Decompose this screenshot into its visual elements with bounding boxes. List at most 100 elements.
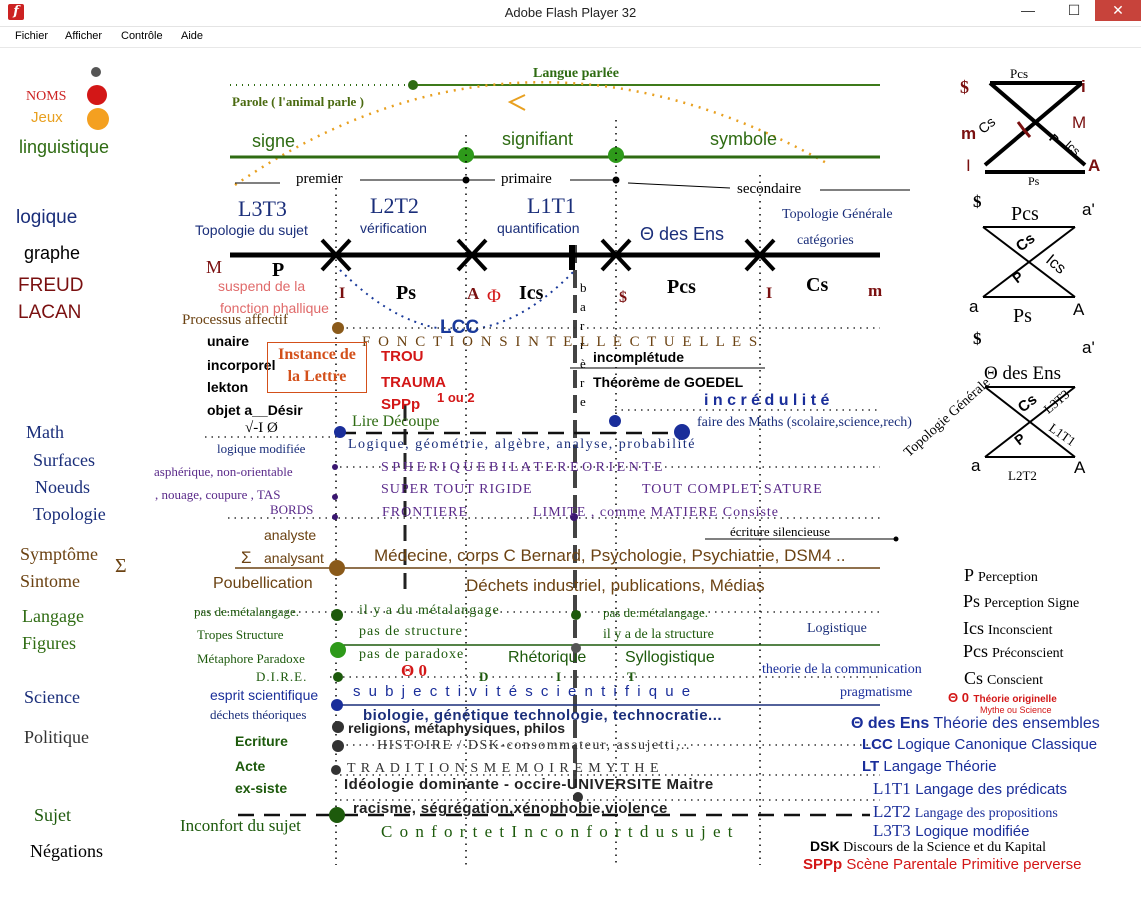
topo-gen-label: Topologie Générale — [782, 207, 893, 222]
categories-label: catégories — [797, 233, 854, 248]
menu-fichier[interactable]: Fichier — [15, 30, 49, 42]
window-title: Adobe Flash Player 32 — [504, 5, 637, 20]
right-l2t2: L2T2 — [1008, 468, 1037, 483]
legend-math: Math — [26, 422, 64, 442]
complet-label: TOUT COMPLET SATURE — [642, 482, 823, 497]
pas-meta-label-2: pas de.métalangage. — [603, 605, 709, 620]
subjectivite-label: s u b j e c t i v i t é s c i e n t i f … — [353, 683, 693, 700]
letter-d: D — [479, 669, 489, 684]
processus-label: Processus affectif — [182, 312, 288, 328]
legend-linguistique: linguistique — [19, 137, 110, 157]
legend-sintome: Sintome — [20, 571, 81, 591]
primaire-label: primaire — [501, 171, 552, 187]
rhetorique-label: Rhétorique — [508, 649, 587, 666]
glossary-ens: Θ des Ens Théorie des ensembles — [851, 715, 1100, 732]
l2t2-label: L2T2 — [370, 193, 419, 218]
legend-negations: Négations — [30, 841, 103, 861]
axis-ics: Ics — [519, 282, 544, 304]
un-ou-deux-label: 1 ou 2 — [437, 390, 475, 405]
syllogistique-label: Syllogistique — [625, 649, 715, 666]
axis-crosses — [320, 238, 776, 272]
religions-label: religions, métaphysiques, philos — [348, 720, 566, 736]
legend-symptome: Symptôme — [20, 544, 99, 564]
poubellication-label: Poubellication — [213, 575, 313, 592]
legend-noms: NOMS — [26, 89, 67, 104]
legend-figures: Figures — [22, 633, 76, 653]
legend-topologie: Topologie — [33, 504, 106, 524]
l3t3-label: L3T3 — [238, 196, 287, 221]
glossary-dsk: DSK Discours de la Science et du Kapital — [810, 838, 1046, 855]
sigma-analysant: Σ — [241, 548, 252, 567]
pas-structure-label: pas de structure — [359, 624, 463, 639]
legend-jeux: Jeux — [31, 109, 63, 126]
legend-science: Science — [24, 687, 80, 707]
medecine-label: Médecine, corps C Bernard, Psychologie, … — [374, 546, 846, 565]
dechets-theo-label: déchets théoriques — [210, 707, 307, 722]
lcc-label: LCC — [440, 317, 480, 338]
glossary-l3t3: L3T3 Logique modifiée — [873, 821, 1030, 840]
menu-afficher[interactable]: Afficher — [65, 30, 103, 42]
pragmatisme-label: pragmatisme — [840, 685, 913, 700]
axis-M: M — [206, 257, 223, 277]
axis-s-barre: $ — [619, 289, 627, 306]
super-rigide-label: SUPER TOUT RIGIDE — [381, 482, 533, 497]
incompletude-label: incomplétude — [593, 349, 685, 365]
ideologie-label: Idéologie dominante - occire-UNIVERSITE … — [344, 776, 714, 793]
acte-label: Acte — [235, 758, 266, 774]
glossary-lt: LT Langage Théorie — [862, 758, 997, 775]
right-M1: M — [1072, 113, 1087, 132]
nouage-label: , nouage, coupure , TAS — [155, 487, 281, 502]
exsiste-label: ex-siste — [235, 780, 288, 796]
verification-label: vérification — [360, 220, 427, 236]
incorporel-label: incorporel — [207, 357, 276, 373]
right-s2: $ — [973, 192, 982, 211]
bottom-right-diagram — [984, 386, 1076, 458]
glossary-perception: P Perception — [964, 565, 1038, 585]
sppp-label: SPPp — [381, 396, 421, 413]
bords-label: BORDS — [270, 502, 314, 517]
histoire-label: HISTOIRE / DSK-consommateur, assujetti,.… — [377, 738, 691, 753]
unaire-label: unaire — [207, 333, 250, 349]
axis-i2: I — [766, 285, 773, 302]
legend-freud: FREUD — [18, 275, 84, 296]
axis-Ps: Ps — [396, 282, 416, 304]
dechets-label: Déchets industriel, publications, Médias — [466, 576, 765, 595]
letter-t: T — [627, 669, 636, 684]
flash-icon: f — [8, 4, 24, 20]
axis-P: P — [272, 259, 285, 281]
menu-controle[interactable]: Contrôle — [121, 30, 163, 42]
langue-parlee-label: Langue parlée — [533, 66, 619, 81]
dire-label: D.I.R.E. — [256, 669, 308, 684]
axis-m: m — [868, 281, 883, 300]
glossary-inconscient: Ics Inconscient — [963, 618, 1053, 638]
premier-label: premier — [296, 171, 343, 187]
right-l1: I — [966, 156, 971, 175]
limite-label: LIMITE , comme MATIERE Consiste — [533, 505, 780, 520]
menu-aide[interactable]: Aide — [181, 30, 204, 42]
ecriture-label: Ecriture — [235, 733, 288, 749]
quantification-label: quantification — [497, 220, 580, 236]
objet-label: objet a__Désir — [207, 402, 303, 418]
legend-politique: Politique — [24, 727, 90, 747]
glossary-perception-signe: Ps Perception Signe — [963, 591, 1080, 611]
topo-sujet-label: Topologie du sujet — [195, 222, 308, 238]
middle-right-diagram — [982, 226, 1076, 298]
trauma-label: TRAUMA — [381, 374, 446, 391]
axis-A: A — [467, 284, 480, 303]
tropes-label: Tropes Structure — [197, 627, 284, 642]
lekton-label: lekton — [207, 379, 249, 395]
analysant-label: analysant — [264, 550, 324, 566]
traditions-label: T R A D I T I O N S M E M O I R E M Y T … — [347, 761, 660, 776]
right-ps2: Ps — [1013, 305, 1032, 327]
minimize-button[interactable]: — — [1021, 2, 1035, 18]
logistique-label: Logistique — [807, 621, 867, 636]
maximize-button[interactable]: ☐ — [1067, 2, 1081, 18]
legend-sigma: Σ — [115, 555, 127, 577]
noms-circle — [87, 85, 107, 105]
symbole-node — [608, 147, 624, 163]
secondaire-label: secondaire — [737, 181, 802, 197]
close-button[interactable]: ✕ — [1095, 0, 1141, 21]
glossary-mythe: Mythe ou Science — [980, 705, 1052, 715]
